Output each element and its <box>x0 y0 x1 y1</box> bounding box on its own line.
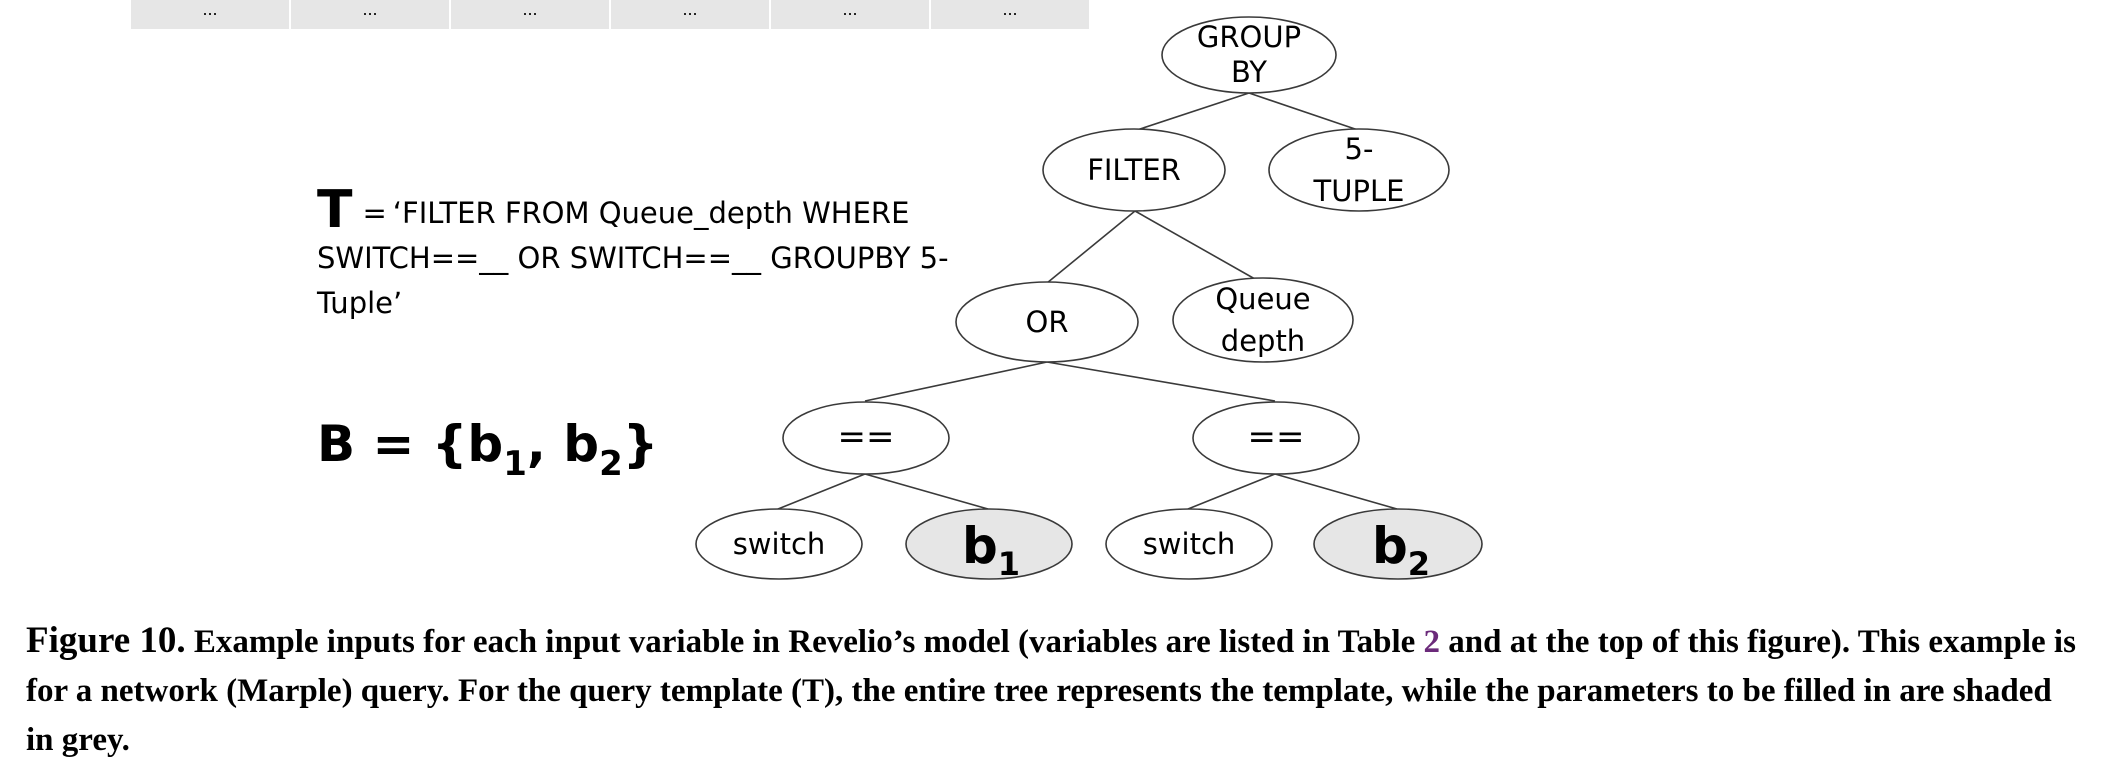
node-label: switch <box>1143 527 1236 561</box>
edge-eq-right-b2 <box>1274 473 1398 510</box>
node-label: depth <box>1221 324 1305 358</box>
template-equals: = <box>362 196 387 230</box>
node-switch-left: switch <box>695 508 863 580</box>
table-reference-link[interactable]: 2 <box>1423 624 1441 660</box>
edge-eq-left-b1 <box>864 473 989 510</box>
params-sub-2: 2 <box>599 444 623 484</box>
node-switch-right: switch <box>1105 508 1273 580</box>
node-equals-left: == <box>782 401 950 475</box>
node-label: == <box>1248 417 1305 457</box>
node-label: switch <box>733 527 826 561</box>
params-prefix: B = {b <box>317 415 504 473</box>
tree-edges <box>777 92 1398 510</box>
table-cell: ... <box>451 0 611 29</box>
table-cell: ... <box>1002 0 1018 19</box>
edge-or-eq-right <box>1046 361 1276 402</box>
node-label: Queue <box>1215 282 1310 316</box>
edge-eq-right-switch <box>1187 473 1276 510</box>
param-shading <box>905 508 1073 580</box>
node-queue-depth: Queue depth <box>1172 277 1354 363</box>
query-tree-diagram: GROUP BY FILTER 5- TUPLE OR Queue depth … <box>695 16 1483 583</box>
table-cell: ... <box>131 0 291 29</box>
node-label: 5- <box>1345 132 1374 166</box>
edge-root-tuple <box>1248 92 1359 131</box>
parameters-variable: B = {b1, b2} <box>317 414 659 481</box>
edge-filter-queue <box>1134 210 1263 284</box>
table-cell: ... <box>771 0 931 29</box>
template-symbol: T <box>317 180 353 240</box>
node-param-b2: b2 <box>1313 508 1483 583</box>
edge-or-eq-left <box>864 361 1048 402</box>
params-separator: , b <box>526 415 600 473</box>
edge-root-filter <box>1136 92 1250 131</box>
node-label: FILTER <box>1087 153 1181 187</box>
table-cell: ... <box>291 0 451 29</box>
node-equals-right: == <box>1192 401 1360 475</box>
table-cell: ... <box>611 0 771 29</box>
node-label: == <box>838 417 895 457</box>
caption-text: Example inputs for each input variable i… <box>185 624 1424 660</box>
edge-eq-left-switch <box>777 473 866 510</box>
node-label: BY <box>1231 55 1267 89</box>
node-filter: FILTER <box>1042 128 1226 212</box>
node-label: TUPLE <box>1313 174 1405 208</box>
node-label: GROUP <box>1197 20 1301 54</box>
caption-label: Figure 10. <box>26 620 186 661</box>
template-value: ‘FILTER FROM Queue_depth WHERE SWITCH==_… <box>317 196 949 320</box>
edge-filter-or <box>1046 210 1136 284</box>
node-group-by: GROUP BY <box>1161 16 1337 94</box>
param-label: b1 <box>962 517 1020 583</box>
node-param-b1: b1 <box>905 508 1073 583</box>
node-or: OR <box>955 281 1139 363</box>
param-shading <box>1313 508 1483 580</box>
param-label: b2 <box>1372 517 1430 583</box>
template-variable: T=‘FILTER FROM Queue_depth WHERE SWITCH=… <box>317 184 957 326</box>
params-suffix: } <box>622 415 659 473</box>
params-sub-1: 1 <box>503 444 527 484</box>
caption-text: and at the top of this figure). This exa… <box>26 624 2076 758</box>
node-5-tuple: 5- TUPLE <box>1268 128 1450 212</box>
figure-caption: Figure 10. Example inputs for each input… <box>26 616 2086 765</box>
table-fragment: ... ... ... ... ... ... <box>131 0 1089 29</box>
node-label: OR <box>1026 305 1069 339</box>
